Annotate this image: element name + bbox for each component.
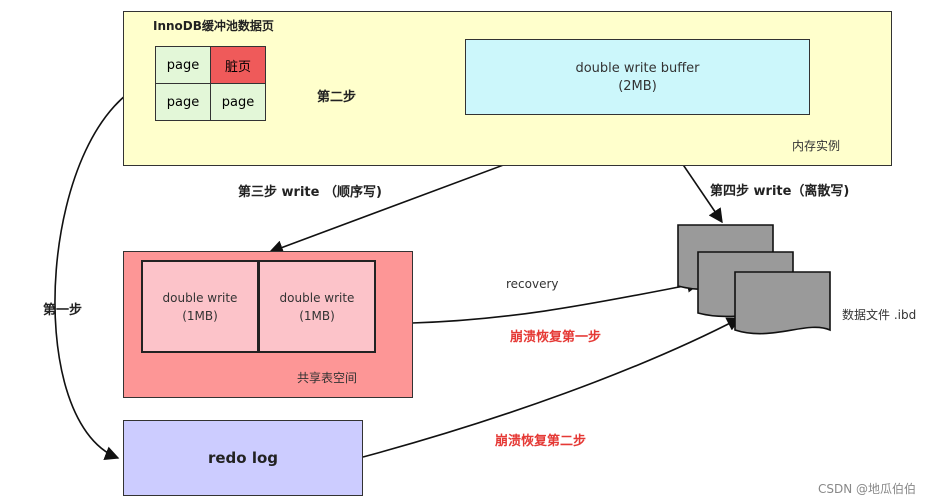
- crash-recovery-step2-label: 崩溃恢复第二步: [495, 434, 587, 449]
- page-cell: page: [155, 46, 211, 84]
- step2-label: 第二步: [317, 90, 357, 105]
- dw2-line1: double write: [279, 290, 355, 305]
- dw2-line2: (1MB): [299, 308, 335, 323]
- dw1-line1: double write: [162, 290, 238, 305]
- dwb-line1: double write buffer: [575, 60, 700, 76]
- memory-instance-label: 内存实例: [792, 139, 841, 153]
- page-cell: page: [210, 83, 266, 121]
- double-write-buffer-memory: double write buffer (2MB): [465, 39, 810, 115]
- double-write-part-2: double write (1MB): [258, 260, 376, 353]
- dw1-line2: (1MB): [182, 308, 218, 323]
- buffer-pool-title: InnoDB缓冲池数据页: [153, 19, 274, 33]
- arrow-crash2: [362, 317, 742, 458]
- redo-log-box: redo log: [123, 420, 363, 496]
- dwb-line2: (2MB): [618, 78, 657, 94]
- recovery-label: recovery: [506, 277, 559, 291]
- double-write-part-1: double write (1MB): [141, 260, 259, 353]
- arrow-recovery: [411, 278, 702, 324]
- step1-label: 第一步: [43, 303, 83, 318]
- crash-recovery-step1-label: 崩溃恢复第一步: [510, 330, 602, 345]
- step3-label: 第三步 write （顺序写): [238, 185, 382, 200]
- arrow-step1: [54, 79, 153, 460]
- data-files-label: 数据文件 .ibd: [842, 308, 917, 322]
- dirty-page-cell: 脏页: [210, 46, 266, 84]
- page-cell: page: [155, 83, 211, 121]
- shared-tablespace-label: 共享表空间: [297, 371, 358, 385]
- redo-log-label: redo log: [207, 449, 279, 467]
- step4-label: 第四步 write（离散写): [710, 184, 850, 199]
- data-file-icon-3: [734, 271, 831, 335]
- watermark: CSDN @地瓜伯伯: [818, 482, 917, 496]
